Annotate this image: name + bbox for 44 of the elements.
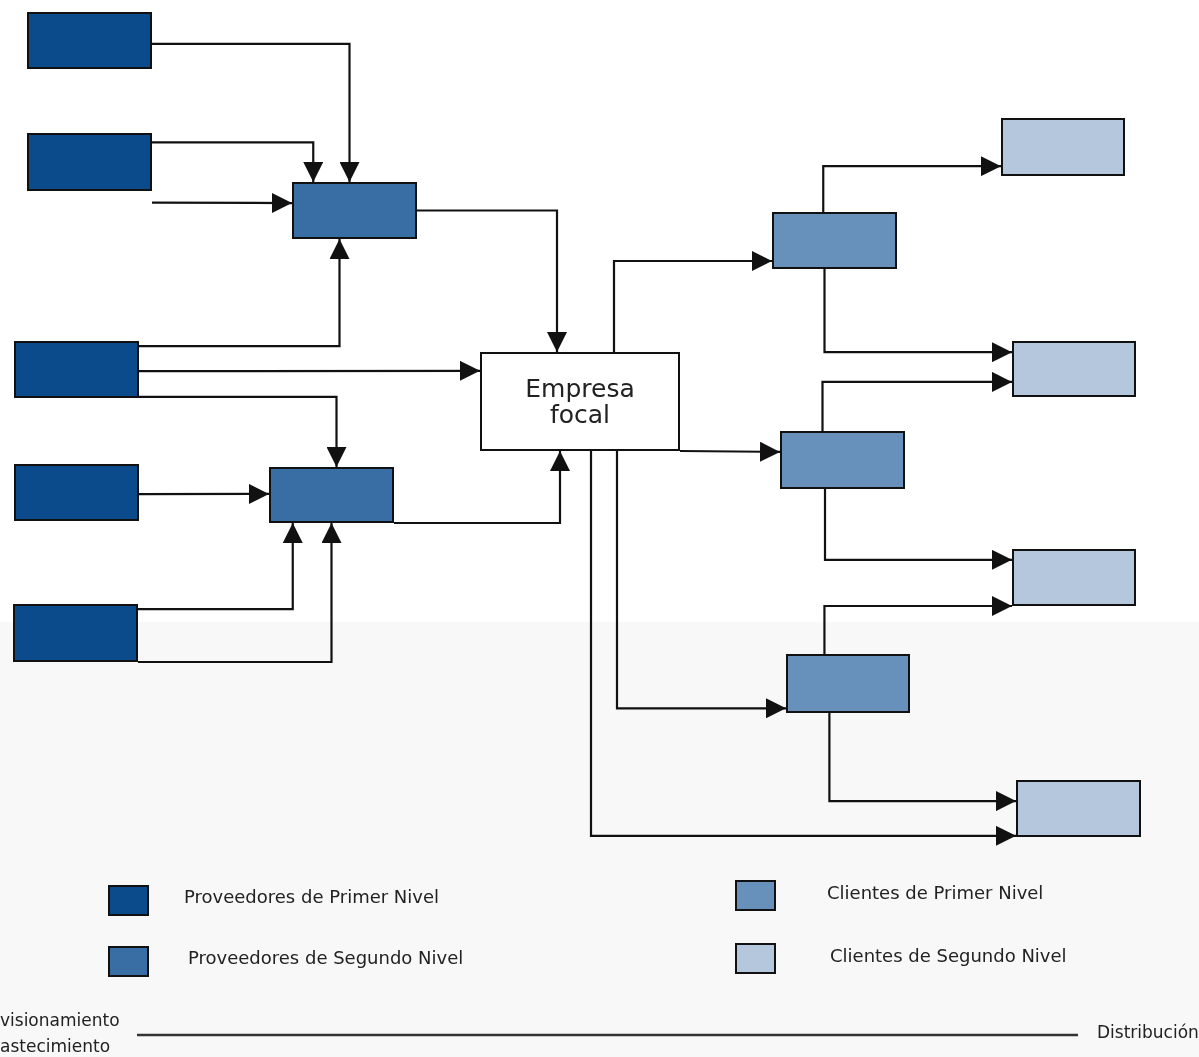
process-box [292, 182, 417, 239]
focal-box [480, 352, 680, 451]
arrow [821, 371, 1012, 431]
arrow [615, 451, 786, 719]
arrow [139, 395, 347, 467]
arrow [828, 713, 1016, 812]
arrow [139, 483, 269, 504]
arrow [139, 239, 350, 348]
arrow [822, 156, 1001, 212]
arrow [138, 523, 303, 611]
arrow [139, 360, 480, 381]
arrow [612, 251, 772, 352]
arrow [152, 193, 292, 213]
arrow [680, 441, 780, 462]
axis-label: visionamiento [0, 1010, 120, 1030]
arrow [152, 42, 360, 182]
process-box [14, 464, 139, 521]
process-box [13, 604, 138, 662]
process-box [1001, 118, 1125, 176]
node-text: Empresa focal [524, 375, 636, 428]
axis-label: Distribución [1097, 1022, 1199, 1042]
legend-label: Proveedores de Segundo Nivel [188, 947, 464, 968]
process-box [780, 431, 905, 489]
process-box [27, 12, 152, 69]
arrow [152, 141, 324, 182]
process-box [14, 341, 139, 398]
arrow [823, 269, 1012, 363]
process-box [269, 467, 394, 523]
arrow [138, 523, 342, 664]
legend-label: Clientes de Primer Nivel [827, 882, 1044, 903]
process-box [1012, 341, 1136, 397]
arrow [589, 451, 1016, 846]
axis-label: astecimiento [0, 1036, 111, 1056]
legend-label: Clientes de Segundo Nivel [830, 945, 1067, 966]
process-box [27, 133, 152, 191]
arrow [417, 209, 567, 352]
process-box [1012, 549, 1136, 606]
arrow [823, 489, 1012, 570]
process-box [772, 212, 897, 269]
arrow [823, 596, 1012, 654]
process-box [786, 654, 910, 713]
process-box [1016, 780, 1141, 837]
arrow [394, 451, 570, 525]
legend-label: Proveedores de Primer Nivel [184, 886, 440, 907]
